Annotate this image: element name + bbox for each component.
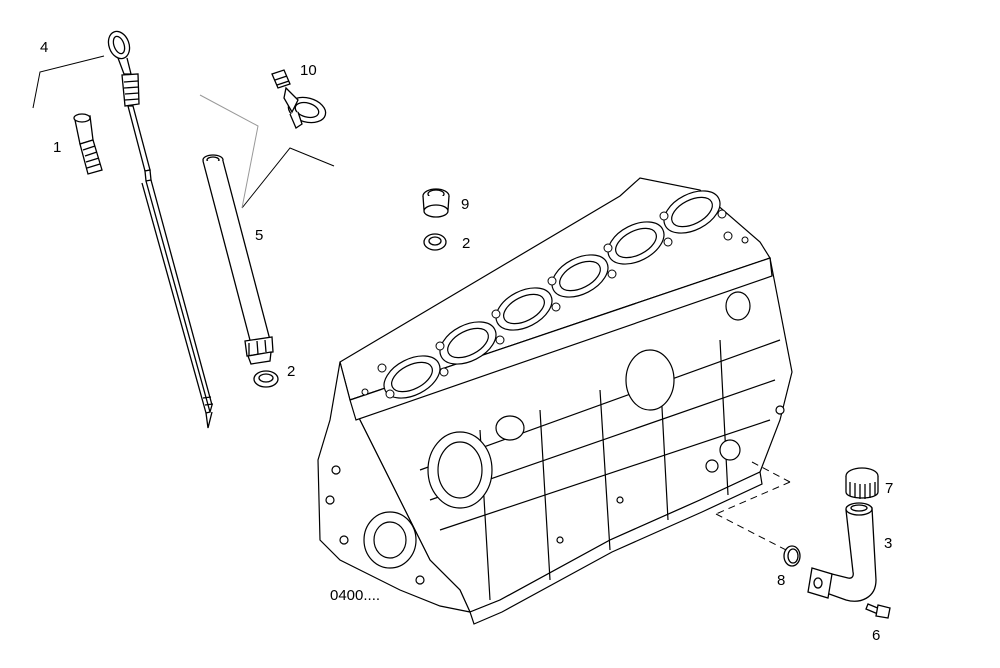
seal-part-8 (783, 545, 801, 567)
filler-pipe (807, 502, 877, 602)
callout-8: 8 (777, 572, 785, 589)
callout-1: 1 (53, 139, 61, 156)
plug-part-1 (73, 113, 103, 175)
callout-3: 3 (884, 535, 892, 552)
callout-6: 6 (872, 627, 880, 644)
callout-2-lower: 2 (287, 363, 295, 380)
cap-part-7 (845, 467, 879, 499)
callout-7: 7 (885, 480, 893, 497)
plug-part-9 (422, 188, 450, 218)
callout-9: 9 (461, 196, 469, 213)
reference-code: 0400.... (330, 587, 380, 604)
cylinder-bores (383, 190, 721, 399)
callout-2-upper: 2 (462, 235, 470, 252)
guide-tube (202, 154, 274, 365)
front-housing (325, 291, 785, 585)
deck-bolt-holes (361, 209, 749, 399)
dipstick (107, 30, 214, 429)
callout-5: 5 (255, 227, 263, 244)
assembly-dashes (715, 461, 791, 553)
screw-part-6 (865, 603, 891, 619)
clamp-part-10 (271, 69, 327, 129)
callout-10: 10 (300, 62, 317, 79)
leader-lines (32, 55, 335, 209)
seal-ring-upper (423, 233, 447, 251)
seal-ring-lower (253, 370, 279, 388)
callout-4: 4 (40, 39, 48, 56)
